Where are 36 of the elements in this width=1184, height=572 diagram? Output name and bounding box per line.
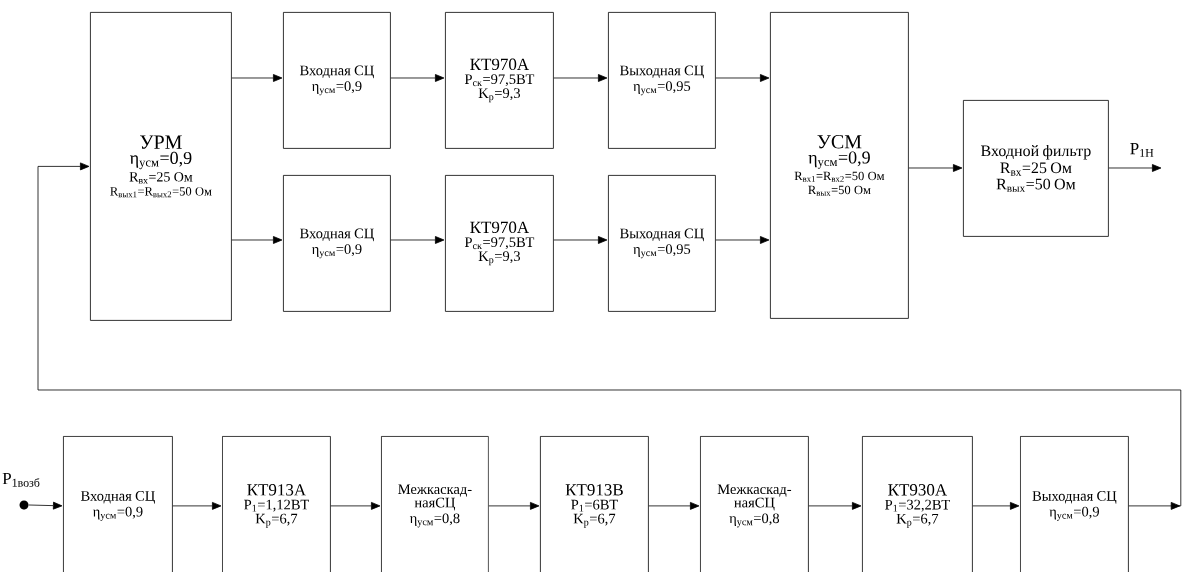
block-box: КТ930А P$_{1}$=32,2ВТ K$_{р}$=6,7 xyxy=(862,436,973,572)
arrow xyxy=(972,502,1020,510)
arrow xyxy=(231,236,283,244)
block-box: КТ913В P$_{1}$=6ВТ K$_{р}$=6,7 xyxy=(540,436,649,572)
block-box: Входная СЦ η$_{усм}$=0,9 xyxy=(283,175,391,312)
arrow xyxy=(553,236,608,244)
block-box: КТ970А P$_{ск}$=97,5ВТ K$_{р}$=9,3 xyxy=(445,12,554,149)
block-box: Межкаскад- наяСЦ η$_{усм}$=0,8 xyxy=(381,436,489,572)
arrow xyxy=(715,236,770,244)
arrow xyxy=(330,502,381,510)
signal-label: P$_{1возб}$ xyxy=(2,472,40,487)
block-box: Входная СЦ η$_{усм}$=0,9 xyxy=(283,12,391,149)
arrow xyxy=(37,162,1182,510)
block-box: Входная СЦ η$_{усм}$=0,9 xyxy=(63,436,173,572)
block-box: Входной фильтр R$_{вх}$=25 Ом R$_{вых}$=50 Ом xyxy=(963,100,1109,237)
arrow xyxy=(648,502,700,510)
arrow xyxy=(715,74,770,82)
block-box: Выходная СЦ η$_{усм}$=0,9 xyxy=(1020,436,1129,572)
block-box: Выходная СЦ η$_{усм}$=0,95 xyxy=(608,12,716,149)
arrow xyxy=(1108,164,1162,172)
block-box: Межкаскад- наяСЦ η$_{усм}$=0,8 xyxy=(700,436,809,572)
arrow xyxy=(390,236,445,244)
arrow xyxy=(908,164,963,172)
arrow xyxy=(231,74,283,82)
arrow xyxy=(172,502,222,510)
arrow xyxy=(553,74,608,82)
block-box: Выходная СЦ η$_{усм}$=0,95 xyxy=(608,175,716,312)
block-box: КТ913А P$_{1}$=1,12ВТ K$_{р}$=6,7 xyxy=(222,436,331,572)
arrow xyxy=(488,502,540,510)
arrow xyxy=(390,74,445,82)
arrow xyxy=(28,501,63,510)
block-box: КТ970А P$_{ск}$=97,5ВТ K$_{р}$=9,3 xyxy=(445,175,554,312)
block-box: УРМ η$_{усм}$=0,9 R$_{вх}$=25 Ом R$_{вых1}$=R$_{вых2}$=50 Ом xyxy=(90,12,232,321)
arrow xyxy=(808,502,862,510)
signal-label: P$_{1Н}$ xyxy=(1128,142,1156,158)
block-box: УСМ η$_{усм}$=0,9 R$_{вх1}$=R$_{вх2}$=50 Ом R$_{вых}$=50 Ом xyxy=(770,12,909,319)
